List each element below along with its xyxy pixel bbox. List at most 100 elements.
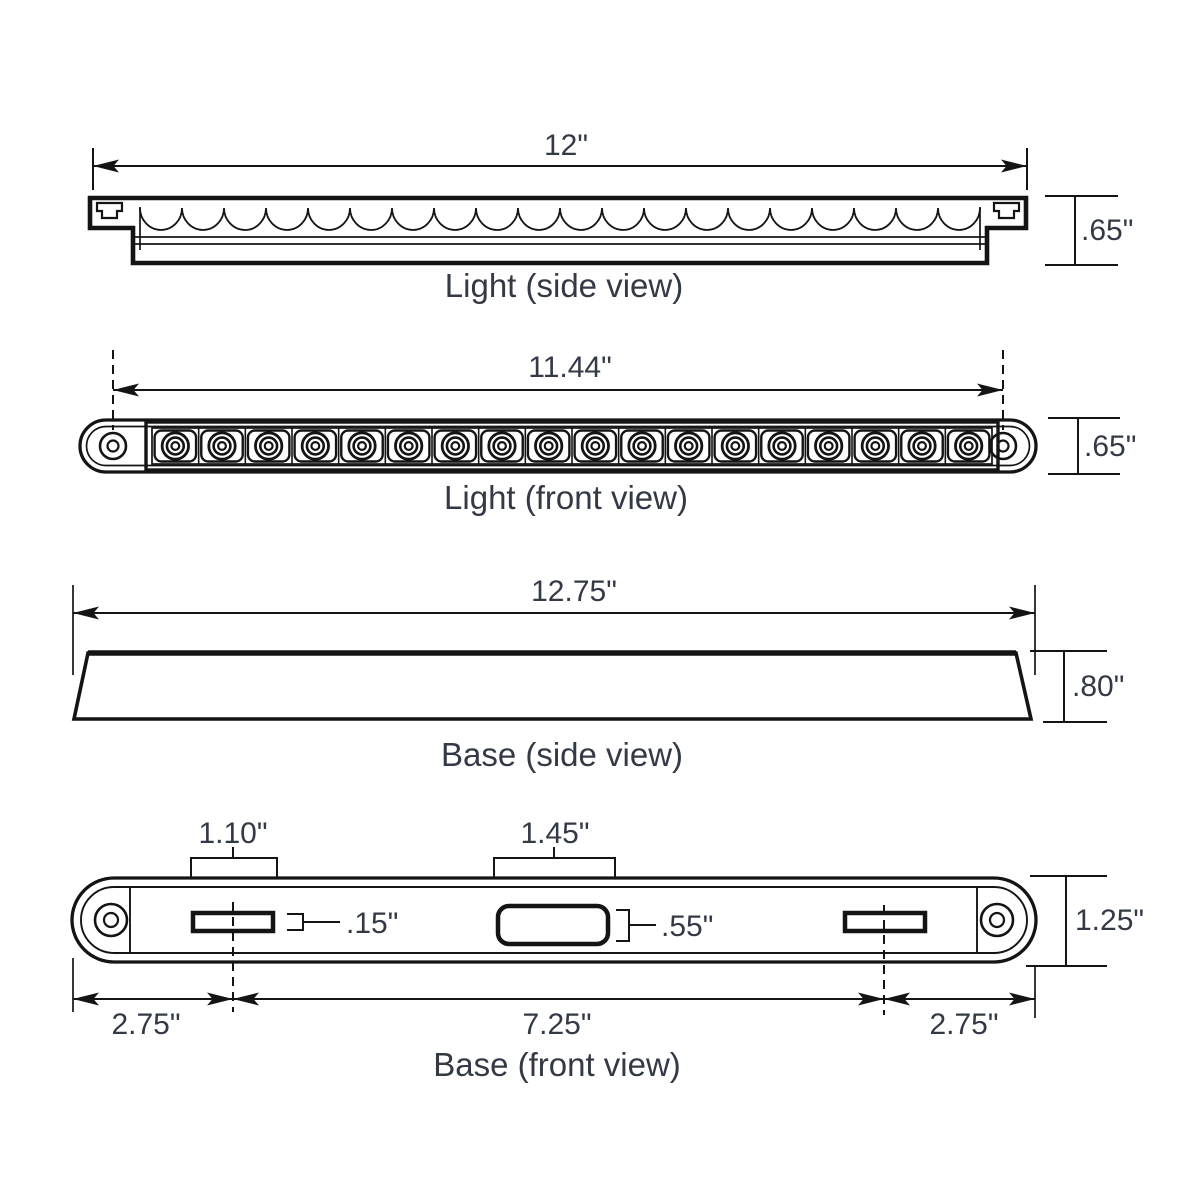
led-bezel <box>526 429 571 463</box>
light-side-view: 12" .65" Light (side view) <box>87 129 1133 304</box>
led-ring-inner <box>730 441 741 452</box>
led-bezel <box>573 429 618 463</box>
dimension-height-065-front: .65" <box>1048 417 1136 475</box>
led-ring-outer <box>160 431 190 461</box>
led-bezel <box>340 429 384 463</box>
dim-value-center-slot: 1.45" <box>520 817 589 850</box>
led-ring-middle <box>258 436 279 456</box>
led-ring-outer <box>720 431 750 461</box>
led-ring-inner <box>543 441 554 452</box>
led <box>526 429 571 463</box>
hole-outer-ring <box>93 902 129 938</box>
led-ring-inner <box>916 441 927 452</box>
led-ring-outer <box>674 431 704 461</box>
hole-inner-ring <box>988 911 1006 929</box>
led-ring-inner <box>497 441 508 452</box>
led-ring-middle <box>445 436 466 456</box>
led-ring-middle <box>538 436 559 456</box>
base-front-body <box>70 876 1038 1015</box>
led-ring-inner <box>217 441 228 452</box>
dim-value-height: .65" <box>1084 430 1136 463</box>
dimension-left-slot-width: 1.10" <box>190 817 278 902</box>
mount-hole-left <box>98 431 128 461</box>
led <box>620 429 664 463</box>
led-ring-inner <box>870 441 881 452</box>
led-bezel <box>760 429 804 463</box>
led-ring-outer <box>487 431 517 461</box>
led-ring-outer <box>534 431 564 461</box>
dimension-width-1144: 11.44" <box>113 351 1003 397</box>
base-inner-outline <box>80 886 1028 954</box>
dim-value-width: 11.44" <box>528 351 612 384</box>
led-ring-outer <box>907 431 937 461</box>
led <box>713 429 758 463</box>
led <box>293 429 338 463</box>
led-bezel <box>713 429 758 463</box>
led-ring-inner <box>683 441 694 452</box>
mount-hole-right <box>979 902 1015 938</box>
dim-value-side-slot-height: .15" <box>346 907 398 940</box>
dimension-height-080: .80" <box>1030 650 1124 723</box>
led <box>246 429 291 463</box>
led-ring-middle <box>305 436 326 456</box>
led <box>760 429 804 463</box>
led-ring-inner <box>450 441 461 452</box>
led-ring-middle <box>492 436 512 456</box>
led-bezel <box>666 429 711 463</box>
led <box>340 429 384 463</box>
dim-value-left-slot: 1.10" <box>198 817 267 850</box>
led-ring-middle <box>865 436 886 456</box>
led-ring-middle <box>352 436 372 456</box>
led-ring-inner <box>776 441 787 452</box>
dim-value-width: 12" <box>544 129 588 162</box>
light-bar-inner-outline <box>85 425 1031 467</box>
led-ring-middle <box>818 436 839 456</box>
led-ring-outer <box>207 431 237 461</box>
led-bezel <box>293 429 338 463</box>
led-bezel <box>806 429 851 463</box>
base-front-view: 1.10" 1.45" <box>70 817 1144 1083</box>
dimension-width-1275: 12.75" <box>72 575 1036 675</box>
mount-hole-left <box>93 902 129 938</box>
led-ring-inner <box>170 441 181 452</box>
base-side-body <box>71 650 1034 721</box>
lens-scallops <box>139 207 981 231</box>
led <box>666 429 711 463</box>
mount-hole-right <box>988 431 1018 461</box>
led <box>573 429 618 463</box>
dim-value-height: 1.25" <box>1075 904 1144 937</box>
dim-value-height: .80" <box>1072 670 1124 703</box>
dim-value-left-span: 2.75" <box>111 1008 180 1041</box>
led-ring-outer <box>300 431 330 461</box>
led-ring-inner <box>963 441 974 452</box>
led-ring-middle <box>678 436 699 456</box>
led-bezel <box>386 429 431 463</box>
led-ring-middle <box>958 436 979 456</box>
led-ring-outer <box>767 431 797 461</box>
led <box>900 429 944 463</box>
dim-value-right-span: 2.75" <box>929 1008 998 1041</box>
dimension-width-12: 12" <box>92 129 1028 190</box>
led <box>433 429 478 463</box>
base-side-label: Base (side view) <box>441 736 683 773</box>
led-array <box>153 428 991 464</box>
led-ring-inner <box>403 441 414 452</box>
led-ring-inner <box>823 441 834 452</box>
led-bezel <box>433 429 478 463</box>
led-ring-middle <box>398 436 419 456</box>
led-bezel <box>480 429 524 463</box>
base-front-label: Base (front view) <box>433 1046 681 1083</box>
led-bezel <box>153 429 198 463</box>
led-ring-outer <box>254 431 284 461</box>
led-ring-inner <box>357 441 368 452</box>
led-ring-inner <box>636 441 647 452</box>
dimension-height-065-side: .65" <box>1045 195 1133 266</box>
led-ring-outer <box>440 431 470 461</box>
hole-outer-ring <box>98 431 128 461</box>
led-bezel <box>900 429 944 463</box>
mount-clip-notch-right <box>992 201 1021 220</box>
led-ring-outer <box>954 431 984 461</box>
led <box>480 429 524 463</box>
dimension-bottom-spans: 2.75" 7.25" 2.75" <box>72 958 1036 1041</box>
